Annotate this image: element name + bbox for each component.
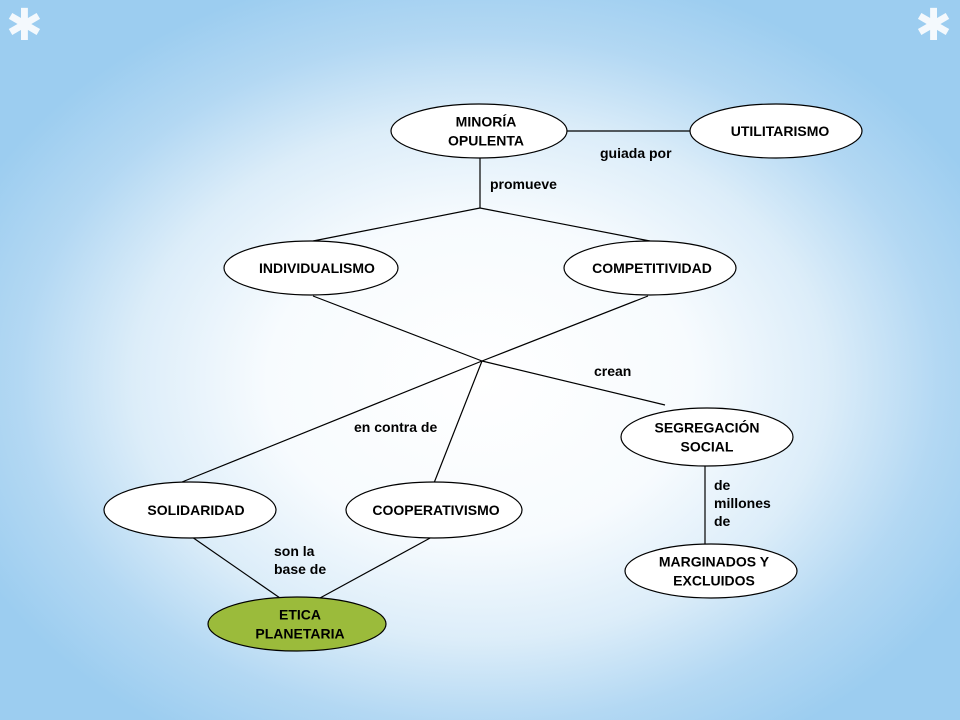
node-marginados-excluidos: MARGINADOS Y EXCLUIDOS <box>624 543 798 599</box>
edge-center-solidaridad <box>181 360 483 483</box>
node-label-line: OPULENTA <box>448 133 524 149</box>
node-label-line: SOCIAL <box>681 439 734 455</box>
edge-junction-individualismo <box>312 207 481 242</box>
node-shape <box>103 481 277 539</box>
node-shape <box>624 543 798 599</box>
node-label: INDIVIDUALISMO <box>259 260 375 276</box>
node-shape <box>207 596 387 652</box>
node-label: MINORÍA OPULENTA <box>448 114 524 149</box>
node-label: COMPETITIVIDAD <box>592 260 712 276</box>
node-individualismo: INDIVIDUALISMO <box>223 240 399 296</box>
decorative-star-top-right: ✱ <box>915 1 952 50</box>
node-shape <box>563 240 737 296</box>
link-label-en-contra-de: en contra de <box>354 419 438 435</box>
node-shape <box>620 407 794 467</box>
node-label-line: MINORÍA <box>456 114 517 130</box>
node-label-line: SOLIDARIDAD <box>147 502 244 518</box>
edge-solidaridad-etica <box>191 536 281 599</box>
node-label: MARGINADOS Y EXCLUIDOS <box>659 554 770 589</box>
node-label-line: MARGINADOS Y <box>659 554 770 570</box>
node-label-line: ETICA <box>279 607 321 623</box>
node-label-line: EXCLUIDOS <box>673 573 755 589</box>
node-label-line: UTILITARISMO <box>731 123 830 139</box>
link-label-de-millones-de: de millones de <box>714 477 771 529</box>
edge-center-segregacion <box>481 360 666 406</box>
node-utilitarismo: UTILITARISMO <box>689 103 863 159</box>
edge-cooperativismo-etica <box>319 536 433 599</box>
edge-center-cooperativismo <box>433 360 483 484</box>
edge-individualismo-center <box>312 295 483 362</box>
edge-junction-competitividad <box>479 207 651 242</box>
link-label-guiada-por: guiada por <box>600 145 672 161</box>
node-label-line: PLANETARIA <box>255 626 344 642</box>
node-label-line: COOPERATIVISMO <box>372 502 499 518</box>
link-label-son-la-base-de: son la base de <box>274 543 327 577</box>
node-label: COOPERATIVISMO <box>372 502 499 518</box>
node-competitividad: COMPETITIVIDAD <box>563 240 737 296</box>
node-label-line: SEGREGACIÓN <box>654 419 759 436</box>
connector-lines <box>181 130 706 599</box>
node-label: SOLIDARIDAD <box>147 502 244 518</box>
node-cooperativismo: COOPERATIVISMO <box>345 481 523 539</box>
node-shape <box>345 481 523 539</box>
decorative-star-top-left: ✱ <box>6 1 43 50</box>
node-shape <box>689 103 863 159</box>
node-minoria-opulenta: MINORÍA OPULENTA <box>390 103 568 159</box>
link-label-promueve: promueve <box>490 176 557 192</box>
node-label: UTILITARISMO <box>731 123 830 139</box>
node-label: ETICA PLANETARIA <box>255 607 344 642</box>
node-shape <box>223 240 399 296</box>
link-label-crean: crean <box>594 363 632 379</box>
node-etica-planetaria: ETICA PLANETARIA <box>207 596 387 652</box>
edge-competitividad-center <box>481 295 649 362</box>
node-shape <box>390 103 568 159</box>
node-label-line: COMPETITIVIDAD <box>592 260 712 276</box>
node-label: SEGREGACIÓN SOCIAL <box>654 419 759 455</box>
node-label-line: INDIVIDUALISMO <box>259 260 375 276</box>
node-solidaridad: SOLIDARIDAD <box>103 481 277 539</box>
node-segregacion-social: SEGREGACIÓN SOCIAL <box>620 407 794 467</box>
